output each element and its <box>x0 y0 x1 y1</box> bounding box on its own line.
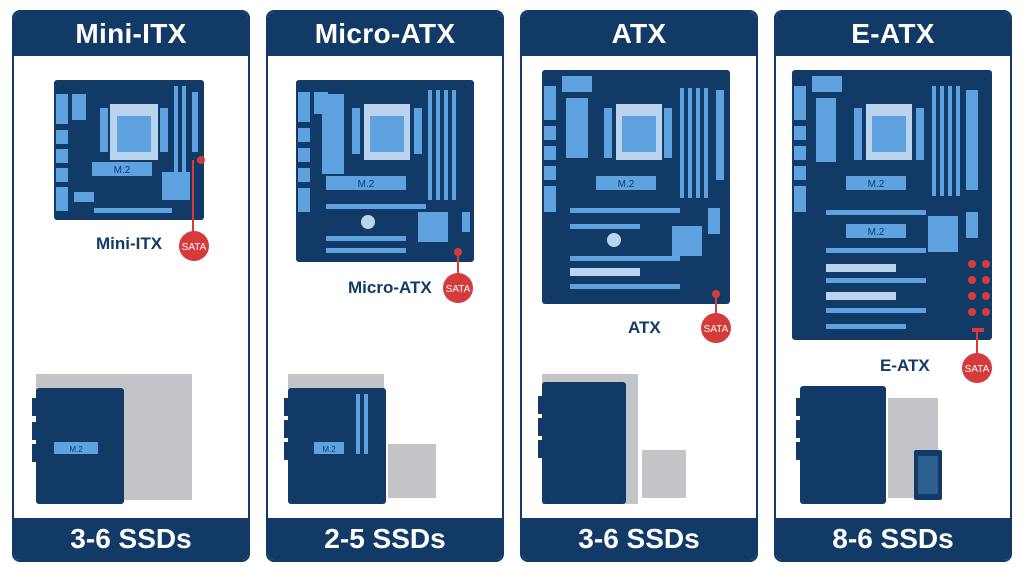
sata-badge <box>443 273 473 303</box>
sata-port <box>197 156 205 164</box>
e-atx-motherboard: M.2 M.2 <box>792 70 992 340</box>
micro-atx-motherboard: M.2 <box>296 80 474 262</box>
sata-badge <box>701 313 731 343</box>
ssd-count: 8-6 SSDs <box>776 518 1010 560</box>
panel-title: ATX <box>522 12 756 56</box>
panel-title: E-ATX <box>776 12 1010 56</box>
m2-label: M.2 <box>322 445 336 454</box>
ssd-count: 3-6 SSDs <box>522 518 756 560</box>
mini-itx-motherboard: M.2 <box>54 80 204 220</box>
board-caption: Mini-ITX <box>96 234 163 253</box>
ssd-count: 2-5 SSDs <box>268 518 502 560</box>
atx-illustration: M.2 SATA <box>538 70 731 504</box>
m2-label: M.2 <box>114 165 131 176</box>
sata-badge-label: SATA <box>704 324 729 335</box>
sata-badge <box>179 231 209 261</box>
atx-motherboard: M.2 <box>542 70 730 304</box>
sata-badge-label: SATA <box>182 242 207 253</box>
sata-port-array <box>968 260 990 316</box>
panel-e-atx: E-ATX M.2 M <box>774 10 1012 562</box>
panel-title: Mini-ITX <box>14 12 248 56</box>
mini-itx-case: M.2 <box>32 374 192 504</box>
panel-title: Micro-ATX <box>268 12 502 56</box>
ssd-count: 3-6 SSDs <box>14 518 248 560</box>
m2-label: M.2 <box>868 179 885 190</box>
m2-label: M.2 <box>358 179 375 190</box>
panel-micro-atx: Micro-ATX M.2 <box>266 10 504 562</box>
m2-label: M.2 <box>69 445 83 454</box>
sata-badge-label: SATA <box>446 284 471 295</box>
m2-label: M.2 <box>618 179 635 190</box>
e-atx-illustration: M.2 M.2 <box>792 70 992 504</box>
board-caption: ATX <box>628 318 661 337</box>
e-atx-case <box>796 386 942 504</box>
m2-label: M.2 <box>868 227 885 238</box>
atx-case <box>538 374 686 504</box>
panel-atx: ATX M.2 <box>520 10 758 562</box>
sata-badge <box>962 353 992 383</box>
mini-itx-illustration: M.2 SATA M.2 <box>32 80 209 504</box>
micro-atx-illustration: M.2 SATA M.2 <box>284 80 474 504</box>
sata-badge-label: SATA <box>965 364 990 375</box>
board-caption: Micro-ATX <box>348 278 432 297</box>
board-caption: E-ATX <box>880 356 930 375</box>
panel-mini-itx: Mini-ITX M.2 <box>12 10 250 562</box>
micro-atx-case: M.2 <box>284 374 436 504</box>
